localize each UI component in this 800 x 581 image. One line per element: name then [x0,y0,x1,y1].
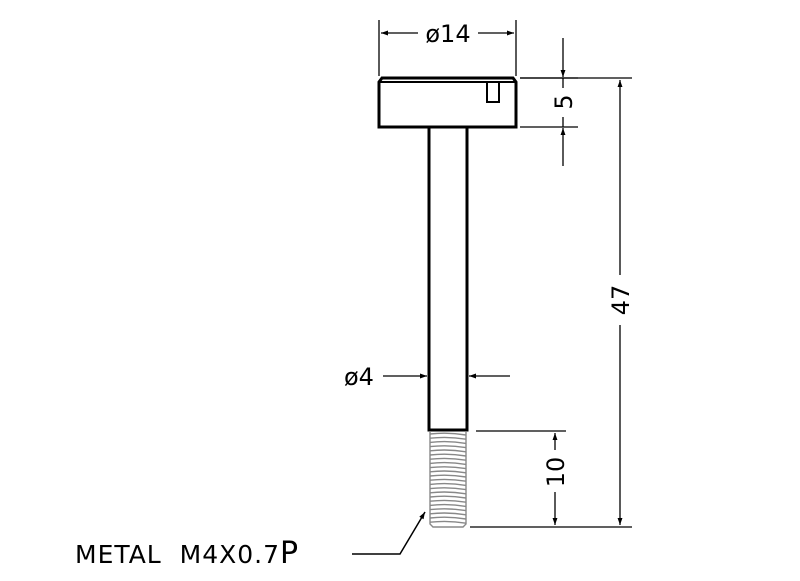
thread-line [429,482,467,487]
thread-line [429,516,467,520]
thread-line [429,445,467,449]
thread-line [429,508,467,512]
head-diameter-label: ø14 [425,20,470,48]
dimension-head-diameter [378,20,517,76]
thread-outline [429,432,467,528]
head-height-label: 5 [550,94,578,109]
thread-line [429,499,467,503]
thread-line [429,436,467,440]
thread-line [429,520,467,524]
dimension-thread-length [476,430,566,525]
thread-callout-leader [352,511,426,555]
thread-line [429,512,467,516]
thread-line [429,440,467,445]
dimension-total-length [470,77,632,528]
thread-line [429,495,467,499]
thread-line [429,457,467,461]
thread-line [429,453,467,457]
screw-head [377,76,518,129]
thread-line [429,503,467,508]
screw-shank [427,125,469,432]
thread-callout-label: METAL M4X0.7P [75,536,299,571]
thread-line [429,466,467,470]
thread-line [429,478,467,482]
total-length-label: 47 [607,285,635,316]
thread-length-label: 10 [542,457,570,488]
shank-diameter-label: ø4 [344,363,374,391]
thread-line [429,461,467,466]
thread-line [429,449,467,453]
thread-line [429,432,467,436]
thread-line [429,487,467,491]
head-slot [486,81,500,103]
thread-line [429,470,467,474]
screw-thread [429,432,467,528]
thread-line [429,474,467,478]
thread-line [429,491,467,495]
